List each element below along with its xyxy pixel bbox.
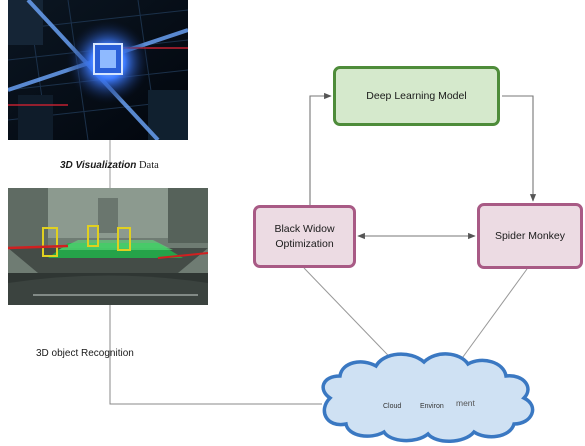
arrow-dlm-to-spm: [502, 95, 537, 202]
recognition-caption: 3D object Recognition: [36, 348, 134, 359]
line-recognition-to-cloud: [109, 305, 322, 405]
spider-monkey-node: Spider Monkey: [477, 203, 583, 269]
line-spm-to-cloud: [451, 268, 528, 373]
deep-learning-model-label: Deep Learning Model: [366, 89, 467, 102]
arrow-bwo-to-dlm: [309, 92, 332, 205]
cloud-shape: [321, 352, 535, 443]
visualization-caption-rest: Data: [136, 160, 159, 171]
deep-learning-model-node: Deep Learning Model: [333, 66, 500, 126]
cloud-label-1: Cloud: [383, 403, 402, 410]
black-widow-optimization-label: Black Widow Optimization: [274, 223, 335, 250]
cloud-label-2: Environ: [420, 403, 444, 410]
recognition-image: [8, 188, 208, 305]
cloud-label-3: ment: [456, 398, 475, 408]
spider-monkey-label: Spider Monkey: [494, 229, 566, 242]
visualization-caption: 3D Visualization Data: [60, 160, 159, 171]
visualization-caption-italic: 3D Visualization: [60, 160, 137, 171]
visualization-image: [8, 0, 188, 140]
black-widow-optimization-node: Black Widow Optimization: [253, 205, 356, 268]
